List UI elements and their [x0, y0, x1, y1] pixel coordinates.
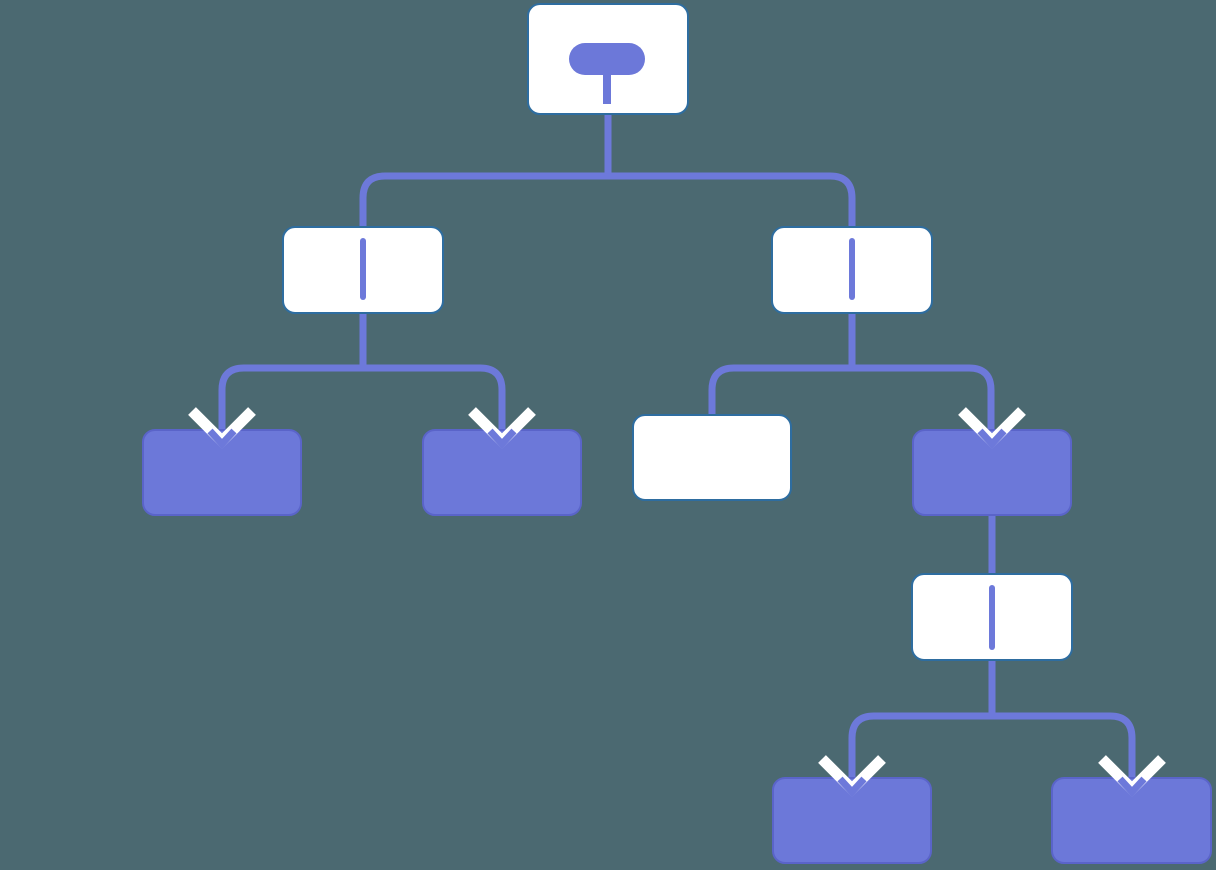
glyph-layer — [360, 43, 995, 650]
marker-layer — [188, 407, 1166, 798]
arrowhead-down-icon — [207, 428, 237, 450]
edge-mid-to-bottom-children — [848, 712, 1136, 778]
left-insertion-line-glyph — [360, 238, 366, 300]
edge-right-to-children — [708, 313, 995, 432]
arrowhead-down-icon — [1117, 776, 1147, 798]
root-pill-glyph — [569, 43, 645, 75]
mid-insertion-line-glyph — [989, 585, 995, 650]
connector-layer — [218, 114, 1136, 778]
edge-left-to-children — [218, 313, 506, 432]
edge-root-to-level2 — [359, 114, 856, 227]
arrowhead-down-icon — [837, 776, 867, 798]
node-right-right[interactable] — [912, 429, 1072, 516]
node-bottom-right[interactable] — [1051, 777, 1212, 864]
right-insertion-line-glyph — [849, 238, 855, 300]
node-bottom-left[interactable] — [772, 777, 932, 864]
root-pill-stem — [603, 60, 611, 104]
node-left-right[interactable] — [422, 429, 582, 516]
arrowhead-down-icon — [977, 428, 1007, 450]
arrowhead-down-icon — [487, 428, 517, 450]
node-right-left[interactable] — [632, 414, 792, 501]
node-left-left[interactable] — [142, 429, 302, 516]
